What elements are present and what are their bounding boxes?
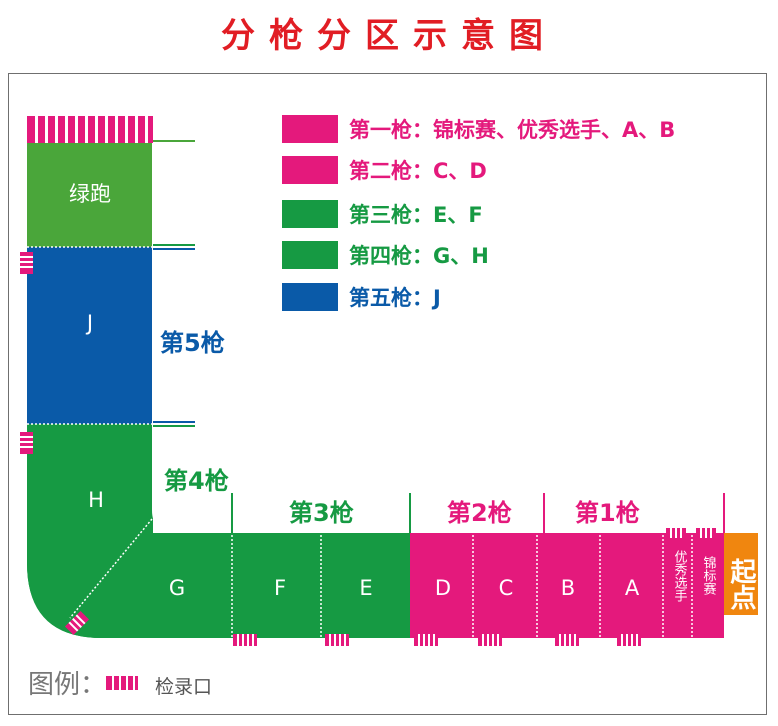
zone-label-championship: 锦标赛	[701, 556, 717, 595]
zone-elite	[663, 533, 693, 638]
zone-green-run	[27, 143, 153, 247]
zone-d	[410, 533, 474, 638]
zone-f	[232, 533, 322, 638]
legend-label: 第三枪：E、F	[349, 203, 483, 227]
zone-a	[600, 533, 664, 638]
zone-label-green-run: 绿跑	[69, 182, 111, 206]
checkin-gate-corner	[64, 610, 90, 636]
zone-b	[537, 533, 601, 638]
checkin-gate-icon	[106, 676, 138, 690]
zone-label-j: J	[85, 311, 93, 335]
zone-c	[473, 533, 538, 638]
checkin-gate-left-lower	[20, 432, 33, 454]
zone-label-d: D	[435, 576, 451, 600]
checkin-gate-bottom-b	[555, 634, 579, 646]
wave-label-1: 第1枪	[575, 499, 640, 527]
zone-label-b: B	[561, 576, 575, 600]
zone-edge-markers	[153, 140, 195, 427]
diagram-frame	[8, 73, 767, 715]
wave-label-5: 第5枪	[160, 329, 225, 357]
zone-e	[321, 533, 411, 638]
legend-label: 第五枪：J	[349, 286, 441, 310]
zone-championship	[692, 533, 724, 638]
zone-label-f: F	[274, 576, 286, 600]
checkin-gate-bottom-d	[414, 634, 438, 646]
legend-label: 第四枪：G、H	[349, 244, 489, 268]
legend-swatch	[282, 241, 338, 269]
zone-j	[27, 247, 153, 424]
zone-dividers	[27, 246, 693, 638]
checkin-gate-top-championship	[696, 528, 716, 538]
checkin-gate-left-upper	[20, 252, 33, 274]
checkin-gate-bottom-c	[478, 634, 502, 646]
checkin-gate-top	[27, 116, 153, 143]
checkin-gate-bottom-g	[233, 634, 257, 646]
wave-label-4: 第4枪	[164, 467, 229, 495]
legend-swatch	[282, 283, 338, 311]
page-title: 分枪分区示意图	[221, 16, 557, 56]
zone-label-start: 起点	[726, 558, 756, 610]
legend-label: 第二枪：C、D	[349, 159, 487, 183]
legend-swatch	[282, 115, 338, 143]
checkin-gate-top-elite	[666, 528, 686, 538]
legend-key-checkin-label: 检录口	[155, 676, 213, 698]
zone-label-h: H	[88, 488, 104, 512]
legend-swatch	[282, 156, 338, 184]
wave-label-3: 第3枪	[289, 499, 354, 527]
checkin-gate-bottom-e	[325, 634, 349, 646]
wave-label-2: 第2枪	[447, 499, 512, 527]
zone-label-c: C	[499, 576, 514, 600]
zone-label-elite: 优秀选手	[672, 550, 688, 602]
checkin-gate-bottom-a	[617, 634, 641, 646]
zone-label-e: E	[359, 576, 372, 600]
zone-start	[724, 533, 758, 615]
legend-label: 第一枪：锦标赛、优秀选手、A、B	[349, 118, 676, 142]
zone-label-g: G	[169, 576, 185, 600]
zone-label-a: A	[625, 576, 640, 600]
zone-g	[27, 533, 233, 638]
legend-key-prefix: 图例：	[28, 670, 107, 700]
legend-swatch	[282, 200, 338, 228]
wave-separators	[231, 493, 725, 533]
